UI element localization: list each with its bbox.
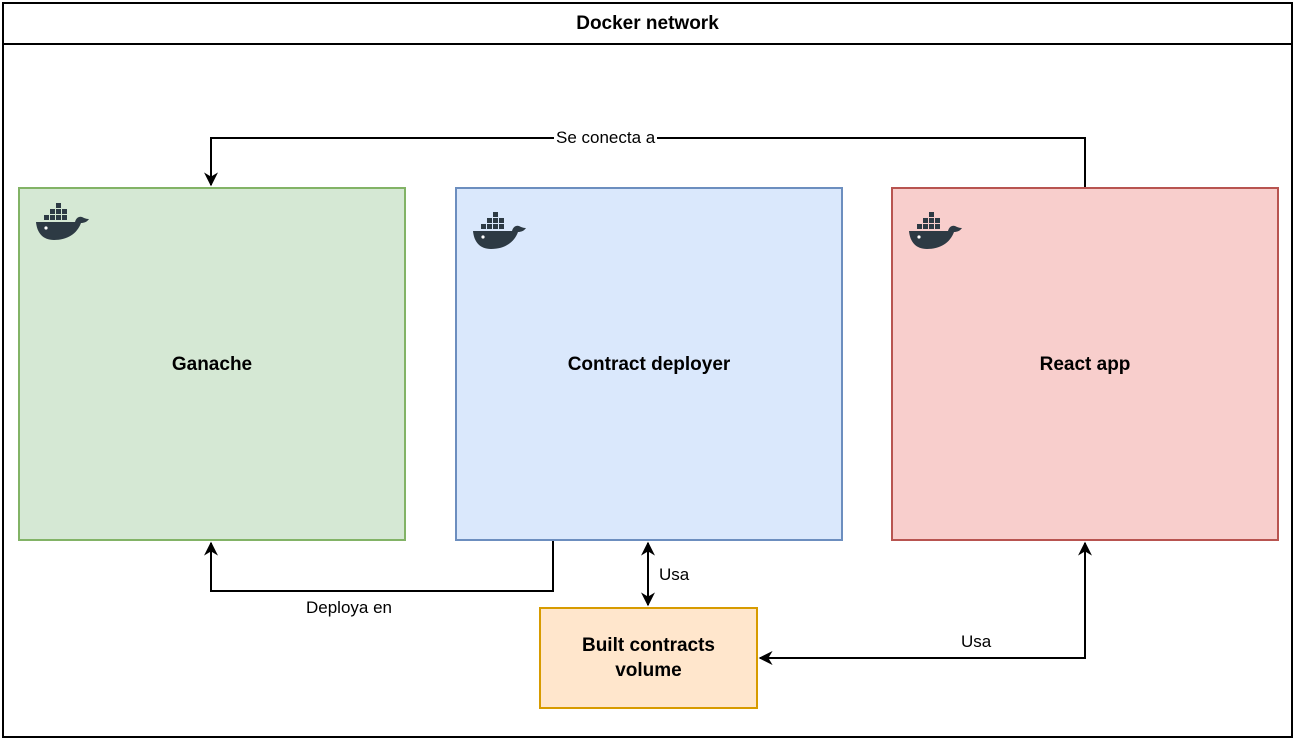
edge-react-volume[interactable] bbox=[758, 541, 1092, 665]
docker-whale-icon bbox=[36, 203, 89, 240]
built-contracts-volume[interactable]: Built contracts volume bbox=[539, 607, 758, 709]
ganache-container[interactable]: Ganache bbox=[18, 187, 406, 541]
edge-label-usa-react: Usa bbox=[961, 632, 992, 651]
edge-label-se-conecta-a: Se conecta a bbox=[554, 128, 658, 148]
volume-label-line2: volume bbox=[615, 660, 682, 681]
react-app-label: React app bbox=[1039, 353, 1131, 375]
ganache-label: Ganache bbox=[171, 353, 253, 375]
volume-label-line1: Built contracts bbox=[581, 635, 716, 656]
docker-whale-icon bbox=[473, 212, 526, 249]
react-app-container[interactable]: React app bbox=[891, 187, 1279, 541]
edge-deployer-to-ganache[interactable] bbox=[204, 541, 554, 592]
docker-network-title: Docker network bbox=[4, 4, 1291, 45]
contract-deployer-container[interactable]: Contract deployer bbox=[455, 187, 843, 541]
edge-label-usa-deployer: Usa bbox=[659, 565, 690, 584]
contract-deployer-label: Contract deployer bbox=[567, 353, 731, 375]
docker-whale-icon bbox=[909, 212, 962, 249]
edge-label-deploya-en: Deploya en bbox=[306, 598, 393, 617]
